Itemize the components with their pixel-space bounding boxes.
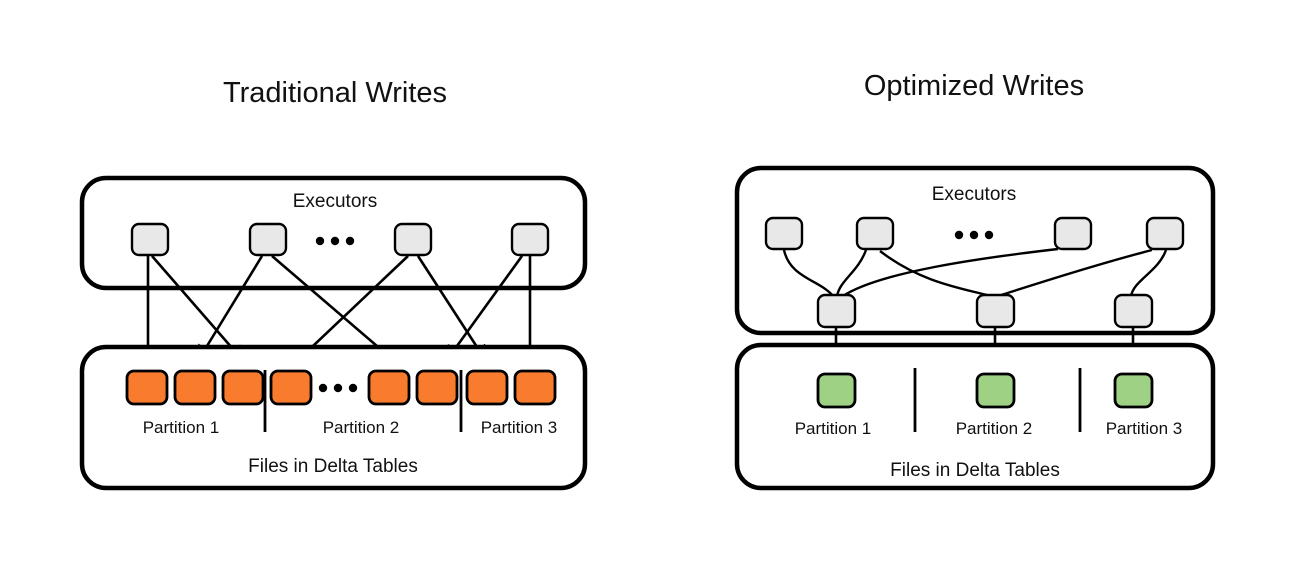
optimized-executors-panel — [734, 165, 1216, 336]
shuffle-e1-s1 — [782, 249, 834, 297]
optimized-executors-label: Executors — [932, 184, 1016, 205]
optimized-writes-diagram: Optimized Writes Executors — [734, 70, 1216, 491]
traditional-partition-label-3: Partition 3 — [481, 418, 558, 437]
optimized-shuffle-box-1[interactable] — [816, 293, 857, 329]
shuffle-e4-s2 — [997, 248, 1153, 298]
optimized-files-label: Files in Delta Tables — [890, 460, 1060, 481]
traditional-executors-ellipsis-icon — [315, 236, 355, 246]
traditional-title: Traditional Writes — [223, 77, 447, 109]
optimized-partition-label-2: Partition 2 — [956, 419, 1033, 438]
traditional-partition-label-1: Partition 1 — [143, 418, 220, 437]
traditional-file-2[interactable] — [173, 369, 217, 406]
optimized-executor-4[interactable] — [1145, 216, 1185, 251]
optimized-file-2[interactable] — [975, 372, 1016, 409]
optimized-shuffle-curves — [782, 247, 1168, 298]
traditional-file-3[interactable] — [221, 369, 265, 406]
optimized-executor-3[interactable] — [1053, 216, 1093, 251]
traditional-file-7[interactable] — [465, 369, 509, 406]
optimized-file-3[interactable] — [1113, 372, 1154, 409]
shuffle-e4-s3 — [1129, 249, 1168, 297]
shuffle-e2-s1 — [835, 249, 868, 297]
traditional-executor-4[interactable] — [510, 222, 550, 257]
traditional-file-1[interactable] — [125, 369, 169, 406]
optimized-shuffle-box-3[interactable] — [1113, 293, 1154, 329]
optimized-executors-ellipsis-icon — [954, 230, 994, 240]
traditional-file-8[interactable] — [513, 369, 557, 406]
optimized-title: Optimized Writes — [864, 70, 1084, 102]
optimized-file-1[interactable] — [816, 372, 857, 409]
traditional-executors-label: Executors — [293, 191, 377, 212]
traditional-partition-label-2: Partition 2 — [323, 418, 400, 437]
traditional-file-6[interactable] — [415, 369, 459, 406]
traditional-executor-1[interactable] — [130, 222, 170, 257]
shuffle-e2-s2 — [879, 250, 992, 298]
traditional-file-5[interactable] — [367, 369, 411, 406]
optimized-shuffle-box-2[interactable] — [975, 293, 1016, 329]
traditional-files-label: Files in Delta Tables — [248, 456, 418, 477]
optimized-partition-label-1: Partition 1 — [795, 419, 872, 438]
shuffle-e3-s1 — [842, 247, 1059, 298]
optimized-partition-label-3: Partition 3 — [1106, 419, 1183, 438]
traditional-executor-2[interactable] — [248, 222, 288, 257]
optimized-executor-1[interactable] — [764, 216, 804, 251]
traditional-file-4[interactable] — [269, 369, 313, 406]
traditional-executors-panel — [79, 175, 588, 291]
optimized-executor-2[interactable] — [855, 216, 895, 251]
traditional-files-ellipsis-icon — [318, 383, 358, 393]
traditional-executor-3[interactable] — [393, 222, 433, 257]
traditional-writes-diagram: Traditional Writes Executors — [79, 77, 588, 491]
